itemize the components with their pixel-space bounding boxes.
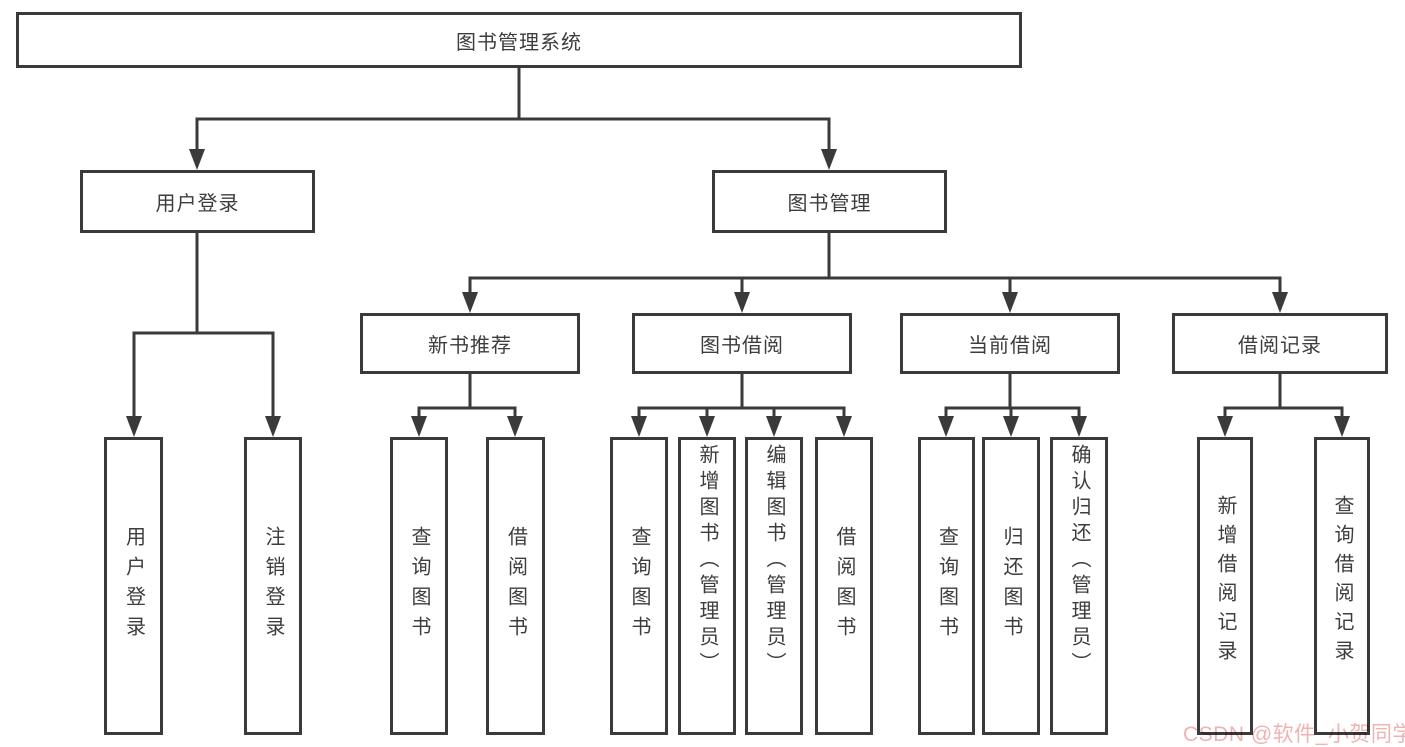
node-label: 编辑图书（管理员） <box>763 444 785 678</box>
node-label: 归还图书 <box>1000 526 1022 646</box>
node-label: 查询图书 <box>935 526 958 646</box>
node-label: 查询图书 <box>408 526 430 646</box>
arrow-down-icon <box>265 416 281 437</box>
node-user-login: 用户登录 <box>80 170 315 233</box>
leaf-records-add-record: 新增借阅记录 <box>1197 437 1253 735</box>
arrow-down-icon <box>126 416 142 437</box>
arrow-down-icon <box>1334 416 1350 437</box>
arrow-down-icon <box>507 416 523 437</box>
node-label: 用户登录 <box>122 526 145 646</box>
node-borrow-records: 借阅记录 <box>1172 313 1388 374</box>
node-label: 新书推荐 <box>428 335 512 357</box>
node-label: 图书管理系统 <box>456 31 582 54</box>
leaf-current-confirm-return-admin: 确认归还（管理员） <box>1050 437 1108 735</box>
connector-bookmgmt-to-level3 <box>468 231 1282 297</box>
arrow-down-icon <box>734 292 750 313</box>
arrow-down-icon <box>411 416 427 437</box>
leaf-current-query-books: 查询图书 <box>918 437 975 735</box>
node-label: 注销登录 <box>262 526 284 646</box>
leaf-borrow-query-books: 查询图书 <box>610 437 668 735</box>
leaf-borrow-edit-books-admin: 编辑图书（管理员） <box>745 437 803 735</box>
arrow-down-icon <box>1217 416 1233 437</box>
arrow-down-icon <box>821 149 837 170</box>
connector-currentborrow-to-leaves <box>944 372 1081 421</box>
node-label: 新增借阅记录 <box>1214 495 1236 669</box>
arrowheads <box>126 149 1350 437</box>
node-label: 图书借阅 <box>700 335 784 357</box>
node-book-borrowing: 图书借阅 <box>632 313 852 374</box>
node-book-management: 图书管理 <box>712 170 947 233</box>
leaf-borrow-add-books-admin: 新增图书（管理员） <box>678 437 736 735</box>
connector-newbooks-to-leaves <box>417 372 517 421</box>
leaf-newbooks-query-books: 查询图书 <box>390 437 448 735</box>
arrow-down-icon <box>1002 292 1018 313</box>
arrow-down-icon <box>938 416 954 437</box>
node-root-system: 图书管理系统 <box>16 12 1022 68</box>
leaf-records-query-record: 查询借阅记录 <box>1314 437 1370 735</box>
connector-bookborrow-to-leaves <box>637 372 846 421</box>
node-label: 查询借阅记录 <box>1331 495 1353 669</box>
node-label: 图书管理 <box>787 193 872 215</box>
leaf-newbooks-borrow-books: 借阅图书 <box>486 437 545 735</box>
leaf-current-return-books: 归还图书 <box>982 437 1040 735</box>
connector-root-to-level2 <box>195 66 831 154</box>
arrow-down-icon <box>699 416 715 437</box>
node-label: 新增图书（管理员） <box>696 444 718 678</box>
connector-userlogin-to-leaves <box>132 231 275 421</box>
arrow-down-icon <box>631 416 647 437</box>
connector-records-to-leaves <box>1223 372 1344 421</box>
leaf-logout: 注销登录 <box>244 437 302 735</box>
node-new-book-recommend: 新书推荐 <box>360 313 580 374</box>
node-label: 当前借阅 <box>968 335 1052 357</box>
node-label: 借阅图书 <box>833 526 855 646</box>
arrow-down-icon <box>766 416 782 437</box>
node-label: 用户登录 <box>155 193 240 215</box>
arrow-down-icon <box>1071 416 1087 437</box>
node-label: 确认归还（管理员） <box>1068 444 1090 678</box>
node-label: 借阅图书 <box>504 526 527 646</box>
node-current-borrowing: 当前借阅 <box>900 313 1120 374</box>
arrow-down-icon <box>1003 416 1019 437</box>
leaf-user-login: 用户登录 <box>104 437 163 735</box>
node-label: 借阅记录 <box>1238 335 1322 357</box>
arrow-down-icon <box>462 292 478 313</box>
arrow-down-icon <box>836 416 852 437</box>
node-label: 查询图书 <box>628 526 650 646</box>
arrow-down-icon <box>1272 292 1288 313</box>
leaf-borrow-borrow-books: 借阅图书 <box>815 437 873 735</box>
arrow-down-icon <box>189 149 205 170</box>
